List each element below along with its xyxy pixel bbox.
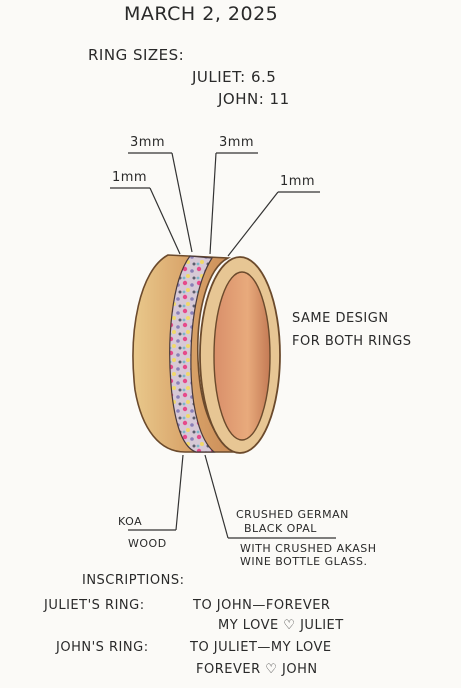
ring-inner-surface xyxy=(213,271,271,441)
inlay-label-line3: WITH CRUSHED AKASH xyxy=(240,542,377,555)
john-ring-label: JOHN'S RING: xyxy=(56,640,149,655)
opal-inlay xyxy=(169,255,216,453)
juliet-ring-label: JULIET'S RING: xyxy=(44,598,145,613)
inlay-label-line1: CRUSHED GERMAN xyxy=(236,508,349,521)
dim-inlay-left: 3mm xyxy=(130,135,166,150)
wood-label-line2: WOOD xyxy=(128,537,167,550)
inlay-label-line2: BLACK OPAL xyxy=(244,522,317,535)
juliet-inscription-line2: MY LOVE ♡ JULIET xyxy=(218,618,344,633)
date-heading: MARCH 2, 2025 xyxy=(124,3,279,25)
juliet-inscription-line1: TO JOHN—FOREVER xyxy=(193,598,331,613)
wood-label-line1: KOA xyxy=(118,515,143,528)
juliet-size: JULIET: 6.5 xyxy=(192,68,277,86)
dim-rim-right: 1mm xyxy=(280,174,316,189)
ring-sizes-label: RING SIZES: xyxy=(88,46,185,64)
inscriptions-title: INSCRIPTIONS: xyxy=(82,573,185,588)
design-note-line2: FOR BOTH RINGS xyxy=(292,334,412,349)
design-note-line1: SAME DESIGN xyxy=(292,311,389,326)
john-size: JOHN: 11 xyxy=(218,90,290,108)
dimension-lines xyxy=(110,152,336,539)
john-inscription-line2: FOREVER ♡ JOHN xyxy=(196,662,318,677)
john-inscription-line1: TO JULIET—MY LOVE xyxy=(190,640,332,655)
dim-inlay-right: 3mm xyxy=(219,135,255,150)
inlay-label-line4: WINE BOTTLE GLASS. xyxy=(240,555,368,568)
dim-rim-left: 1mm xyxy=(112,170,148,185)
